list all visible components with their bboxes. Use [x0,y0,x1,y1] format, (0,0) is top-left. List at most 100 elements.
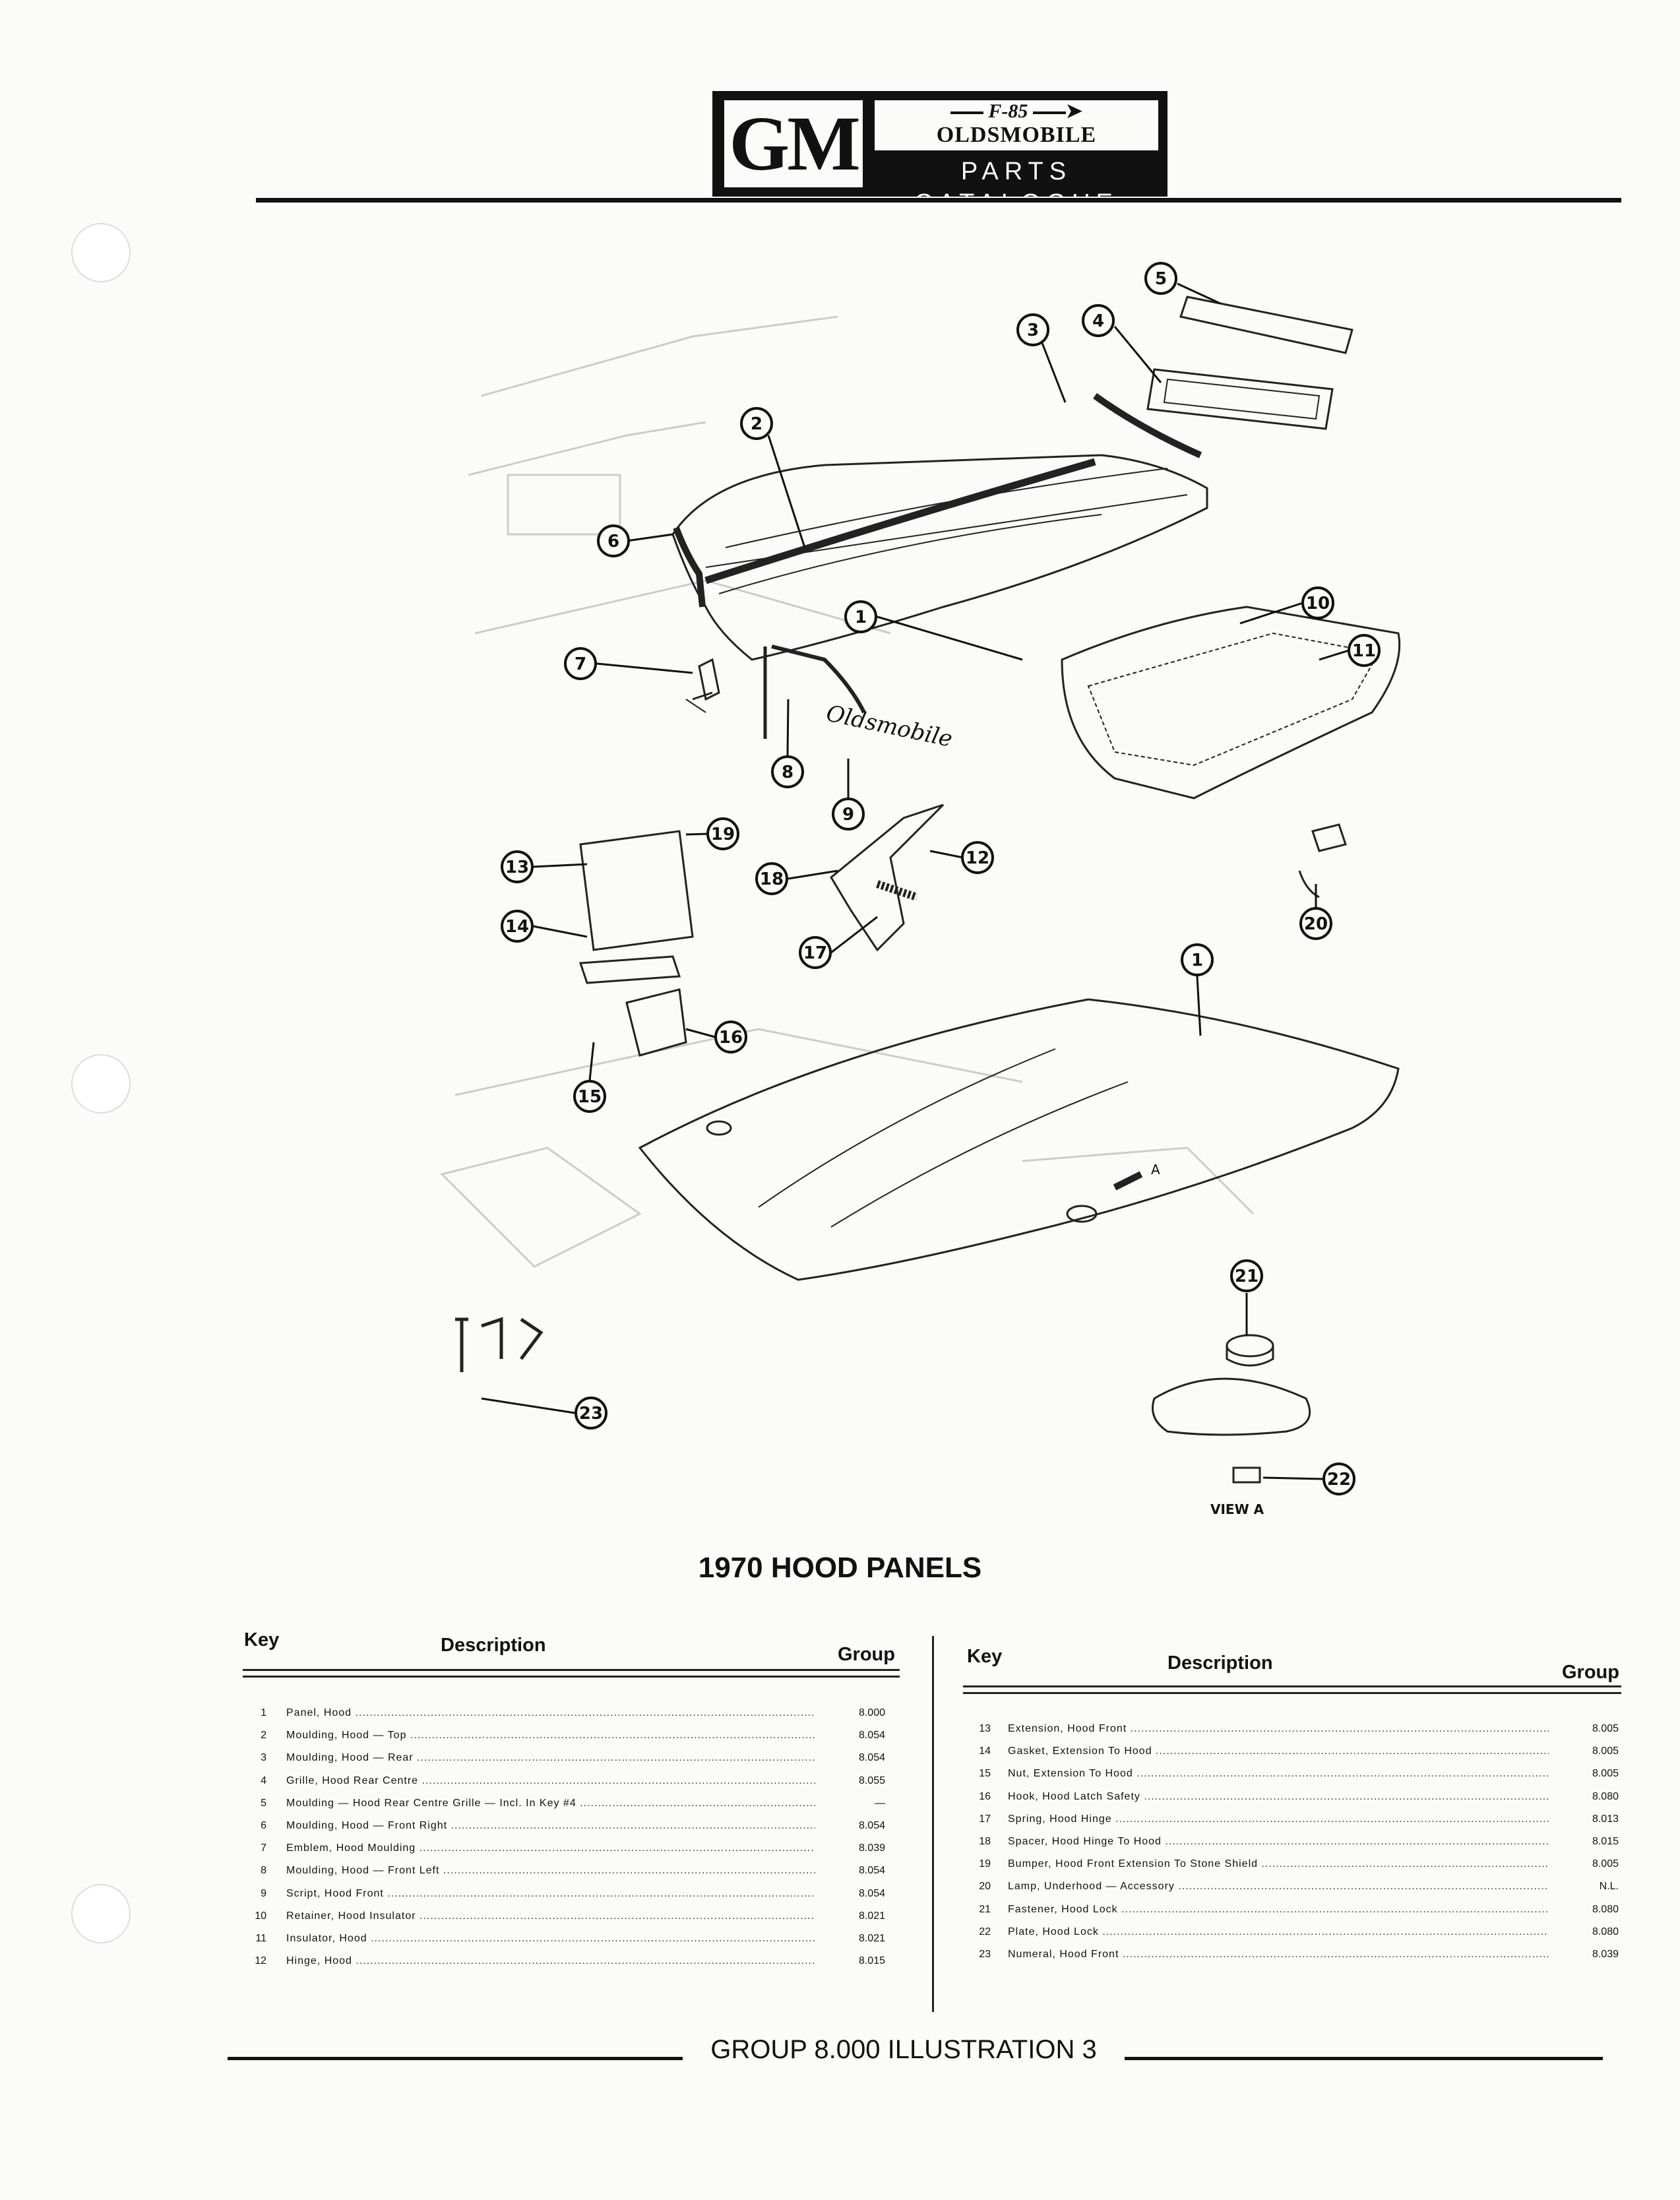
parts-description: Moulding, Hood — Front Right [286,1815,815,1837]
left-header-rule-1 [243,1669,900,1671]
callout-number: 1 [1191,951,1203,970]
parts-group: 8.013 [1592,1813,1619,1825]
callout-number: 4 [1092,311,1104,331]
parts-key: 23 [979,1949,991,1960]
parts-group: 8.054 [858,1887,885,1899]
parts-key: 12 [255,1955,266,1967]
callout-number: 13 [505,858,529,877]
underhood-lamp [1298,823,1347,898]
callout-circle [771,755,804,788]
callout-leader [626,533,673,542]
parts-key: 4 [261,1775,266,1786]
page-footer: GROUP 8.000 ILLUSTRATION 3 [710,2035,1097,2064]
hood-hinge-spring [876,880,918,901]
callout-circle [1082,304,1115,337]
parts-row: 17 Spring, Hood Hinge 8.013 [964,1808,1621,1830]
parts-key: 6 [261,1820,266,1831]
parts-group: 8.039 [1592,1949,1619,1960]
parts-key: 13 [979,1723,991,1734]
callout-circle [844,600,877,633]
parts-key: 17 [979,1813,991,1825]
parts-key: 8 [261,1865,266,1877]
gm-logo-text: GM [724,100,863,187]
hood-insulator [1061,606,1401,800]
logo-brand: OLDSMOBILE [936,123,1097,147]
parts-group: 8.039 [858,1842,885,1854]
parts-key: 1 [261,1707,266,1718]
parts-key: 22 [979,1926,991,1937]
table-column-divider [932,1636,934,2012]
callout-number: 17 [803,943,827,963]
callout-number: 3 [1027,321,1039,340]
parts-group: 8.080 [1592,1903,1619,1915]
callout-leader [1041,342,1067,403]
callout-circle [755,862,788,895]
callout-leader [830,916,878,954]
parts-description: Spacer, Hood Hinge To Hood [1008,1831,1549,1852]
callout-leader [685,1028,716,1038]
parts-key: 18 [979,1836,991,1847]
callout-circle [1322,1462,1355,1495]
parts-key: 14 [979,1745,991,1757]
parts-group: 8.054 [858,1820,885,1831]
hood-rear-moulding [1093,393,1202,458]
right-col-desc-header: Description [1167,1652,1273,1674]
callout-circle [501,850,534,883]
callout-leader [532,925,588,938]
parts-group: — [875,1797,885,1809]
parts-group: 8.080 [1592,1790,1619,1802]
parts-group: 8.015 [1592,1836,1619,1847]
callout-leader [1113,326,1162,383]
parts-group: 8.080 [1592,1926,1619,1937]
callout-leader [596,662,693,674]
callout-circle [597,524,630,557]
left-col-group-header: Group [838,1644,895,1665]
parts-description: Bumper, Hood Front Extension To Stone Sh… [1008,1853,1549,1875]
callout-number: 1 [855,608,867,627]
hood-front-right-moulding [673,526,706,608]
callout-number: 15 [578,1087,602,1107]
left-col-desc-header: Description [441,1635,546,1656]
parts-description: Spring, Hood Hinge [1008,1808,1549,1830]
parts-description: Nut, Extension To Hood [1008,1763,1549,1784]
callout-number: 6 [607,532,619,551]
hood-front-numeral [455,1317,544,1372]
callout-number: 23 [579,1404,603,1424]
parts-key: 19 [979,1858,991,1870]
callout-number: 2 [751,414,762,434]
hood-lock-fastener [1226,1334,1274,1358]
parts-key: 7 [261,1842,266,1854]
parts-description: Gasket, Extension To Hood [1008,1740,1549,1762]
hood-top-moulding [704,458,1096,584]
callout-number: 11 [1352,641,1376,661]
callout-number: 7 [575,654,586,674]
parts-group: 8.005 [1592,1768,1619,1780]
parts-description: Moulding, Hood — Front Left [286,1860,815,1881]
callout-circle [799,936,832,969]
hood-lock-plate [1152,1377,1311,1436]
callout-number: 9 [842,805,854,825]
right-col-key-header: Key [967,1646,1003,1667]
callout-circle [706,817,739,850]
parts-group: 8.021 [858,1933,885,1944]
logo-model: F-85 ➤ [875,100,1158,123]
parts-group: 8.054 [858,1752,885,1764]
callout-number: 22 [1327,1470,1351,1490]
callout-number: 16 [719,1028,743,1048]
hood-lock-plate-small [1232,1466,1261,1484]
